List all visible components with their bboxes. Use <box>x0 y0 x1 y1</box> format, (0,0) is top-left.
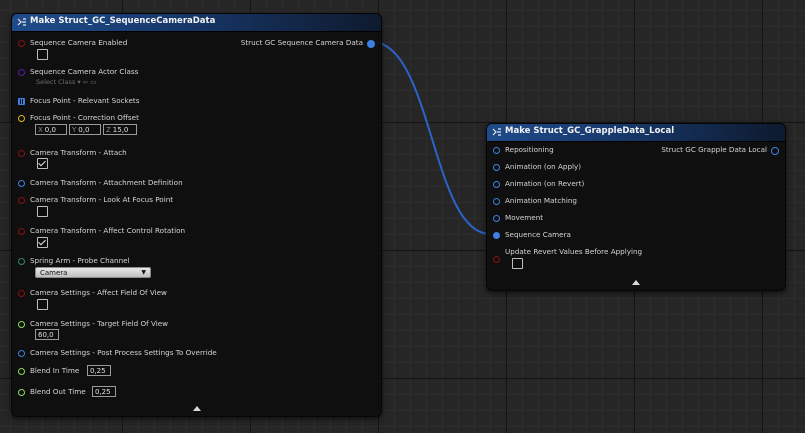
pin-label: Camera Transform - Attachment Definition <box>30 178 183 187</box>
arrow-left-icon[interactable]: ⇦ <box>82 78 89 86</box>
pin-label: Camera Settings - Affect Field Of View <box>30 288 167 297</box>
pin-label: Movement <box>505 213 544 222</box>
pin-label: Camera Transform - Affect Control Rotati… <box>30 226 186 235</box>
bool-pin[interactable] <box>18 290 25 297</box>
enum-pin[interactable] <box>18 258 25 265</box>
bool-pin[interactable] <box>493 256 500 263</box>
float-pin[interactable] <box>18 321 25 328</box>
float-pin[interactable] <box>18 389 25 396</box>
struct-pin[interactable] <box>493 198 500 205</box>
node-title: Make Struct_GC_SequenceCameraData <box>30 16 216 26</box>
vector-pin[interactable] <box>18 115 25 122</box>
pin-label: Animation (on Apply) <box>505 162 582 171</box>
bool-pin[interactable] <box>18 228 25 235</box>
look-at-focus-checkbox[interactable] <box>37 206 48 217</box>
transform-attach-checkbox[interactable] <box>37 158 48 169</box>
pin-label: Blend Out Time <box>30 387 86 396</box>
struct-pin[interactable] <box>493 147 500 154</box>
output-pin-row[interactable]: Struct GC Sequence Camera Data <box>215 38 375 52</box>
class-pin[interactable] <box>18 69 25 76</box>
struct-pin[interactable] <box>18 350 25 357</box>
select-class-dropdown[interactable]: Select Class ▾ ⇦ ▭ <box>36 78 96 86</box>
pin-label: Animation (on Revert) <box>505 179 585 188</box>
struct-pin[interactable] <box>493 215 500 222</box>
output-struct-pin[interactable] <box>367 40 375 48</box>
blend-out-value: 0,25 <box>95 388 111 396</box>
blend-in-input[interactable]: 0,25 <box>87 365 111 376</box>
pin-label: Update Revert Values Before Applying <box>505 247 643 256</box>
array-grid-pin[interactable] <box>18 98 25 105</box>
make-struct-icon <box>492 128 501 136</box>
update-revert-values-checkbox[interactable] <box>512 258 523 269</box>
target-fov-value: 60,0 <box>38 331 54 339</box>
make-grapple-data-node[interactable]: Make Struct_GC_GrappleData_Local Struct … <box>486 123 786 291</box>
struct-pin[interactable] <box>18 180 25 187</box>
chevron-down-icon: ▼ <box>141 269 146 276</box>
chevron-down-icon: ▾ <box>77 78 83 86</box>
pin-label: Blend In Time <box>30 366 80 375</box>
offset-y-value: 0,0 <box>78 126 90 134</box>
output-pin-row[interactable]: Struct GC Grapple Data Local <box>649 145 779 159</box>
pin-label: Focus Point - Correction Offset <box>30 113 139 122</box>
pin-label: Repositioning <box>505 145 554 154</box>
offset-z-value: 15,0 <box>112 126 129 134</box>
make-sequence-camera-data-node[interactable]: Make Struct_GC_SequenceCameraData Struct… <box>11 13 382 417</box>
output-struct-pin[interactable] <box>771 147 779 155</box>
bool-pin[interactable] <box>18 197 25 204</box>
y-axis-label: Y <box>72 126 77 134</box>
pin-label: Sequence Camera Enabled <box>30 38 128 47</box>
pin-label: Focus Point - Relevant Sockets <box>30 96 140 105</box>
sequence-camera-enabled-checkbox[interactable] <box>37 49 48 60</box>
pin-label: Animation Matching <box>505 196 577 205</box>
float-pin[interactable] <box>18 368 25 375</box>
struct-pin-connected[interactable] <box>493 232 500 239</box>
pin-label: Camera Transform - Attach <box>30 148 127 157</box>
affect-control-rotation-checkbox[interactable] <box>37 237 48 248</box>
browse-icon[interactable]: ▭ <box>90 78 97 86</box>
affect-fov-checkbox[interactable] <box>37 299 48 310</box>
node-header[interactable]: Make Struct_GC_SequenceCameraData <box>12 14 381 32</box>
output-pin-label: Struct GC Sequence Camera Data <box>240 38 363 47</box>
pin-label: Spring Arm - Probe Channel <box>30 256 130 265</box>
pin-label: Camera Settings - Post Process Settings … <box>30 348 217 357</box>
pin-label: Camera Transform - Look At Focus Point <box>30 195 174 204</box>
collapse-arrow-icon[interactable] <box>193 406 201 411</box>
bool-pin[interactable] <box>18 40 25 47</box>
target-fov-input[interactable]: 60,0 <box>35 329 59 340</box>
node-title: Make Struct_GC_GrappleData_Local <box>505 126 675 136</box>
blend-in-value: 0,25 <box>90 367 106 375</box>
offset-x-value: 0,0 <box>44 126 56 134</box>
output-pin-label: Struct GC Grapple Data Local <box>661 145 767 154</box>
pin-label: Camera Settings - Target Field Of View <box>30 319 169 328</box>
collapse-arrow-icon[interactable] <box>632 280 640 285</box>
pin-label: Sequence Camera <box>505 230 571 239</box>
x-axis-label: X <box>38 126 43 134</box>
z-axis-label: Z <box>106 126 111 134</box>
bool-pin[interactable] <box>18 150 25 157</box>
node-header[interactable]: Make Struct_GC_GrappleData_Local <box>487 124 785 142</box>
blend-out-input[interactable]: 0,25 <box>92 386 116 397</box>
struct-pin[interactable] <box>493 164 500 171</box>
probe-channel-dropdown[interactable]: Camera ▼ <box>35 267 151 278</box>
struct-pin[interactable] <box>493 181 500 188</box>
make-struct-icon <box>17 18 26 26</box>
select-class-value: Select Class <box>36 78 76 86</box>
pin-label: Sequence Camera Actor Class <box>30 67 139 76</box>
probe-channel-value: Camera <box>40 269 68 277</box>
